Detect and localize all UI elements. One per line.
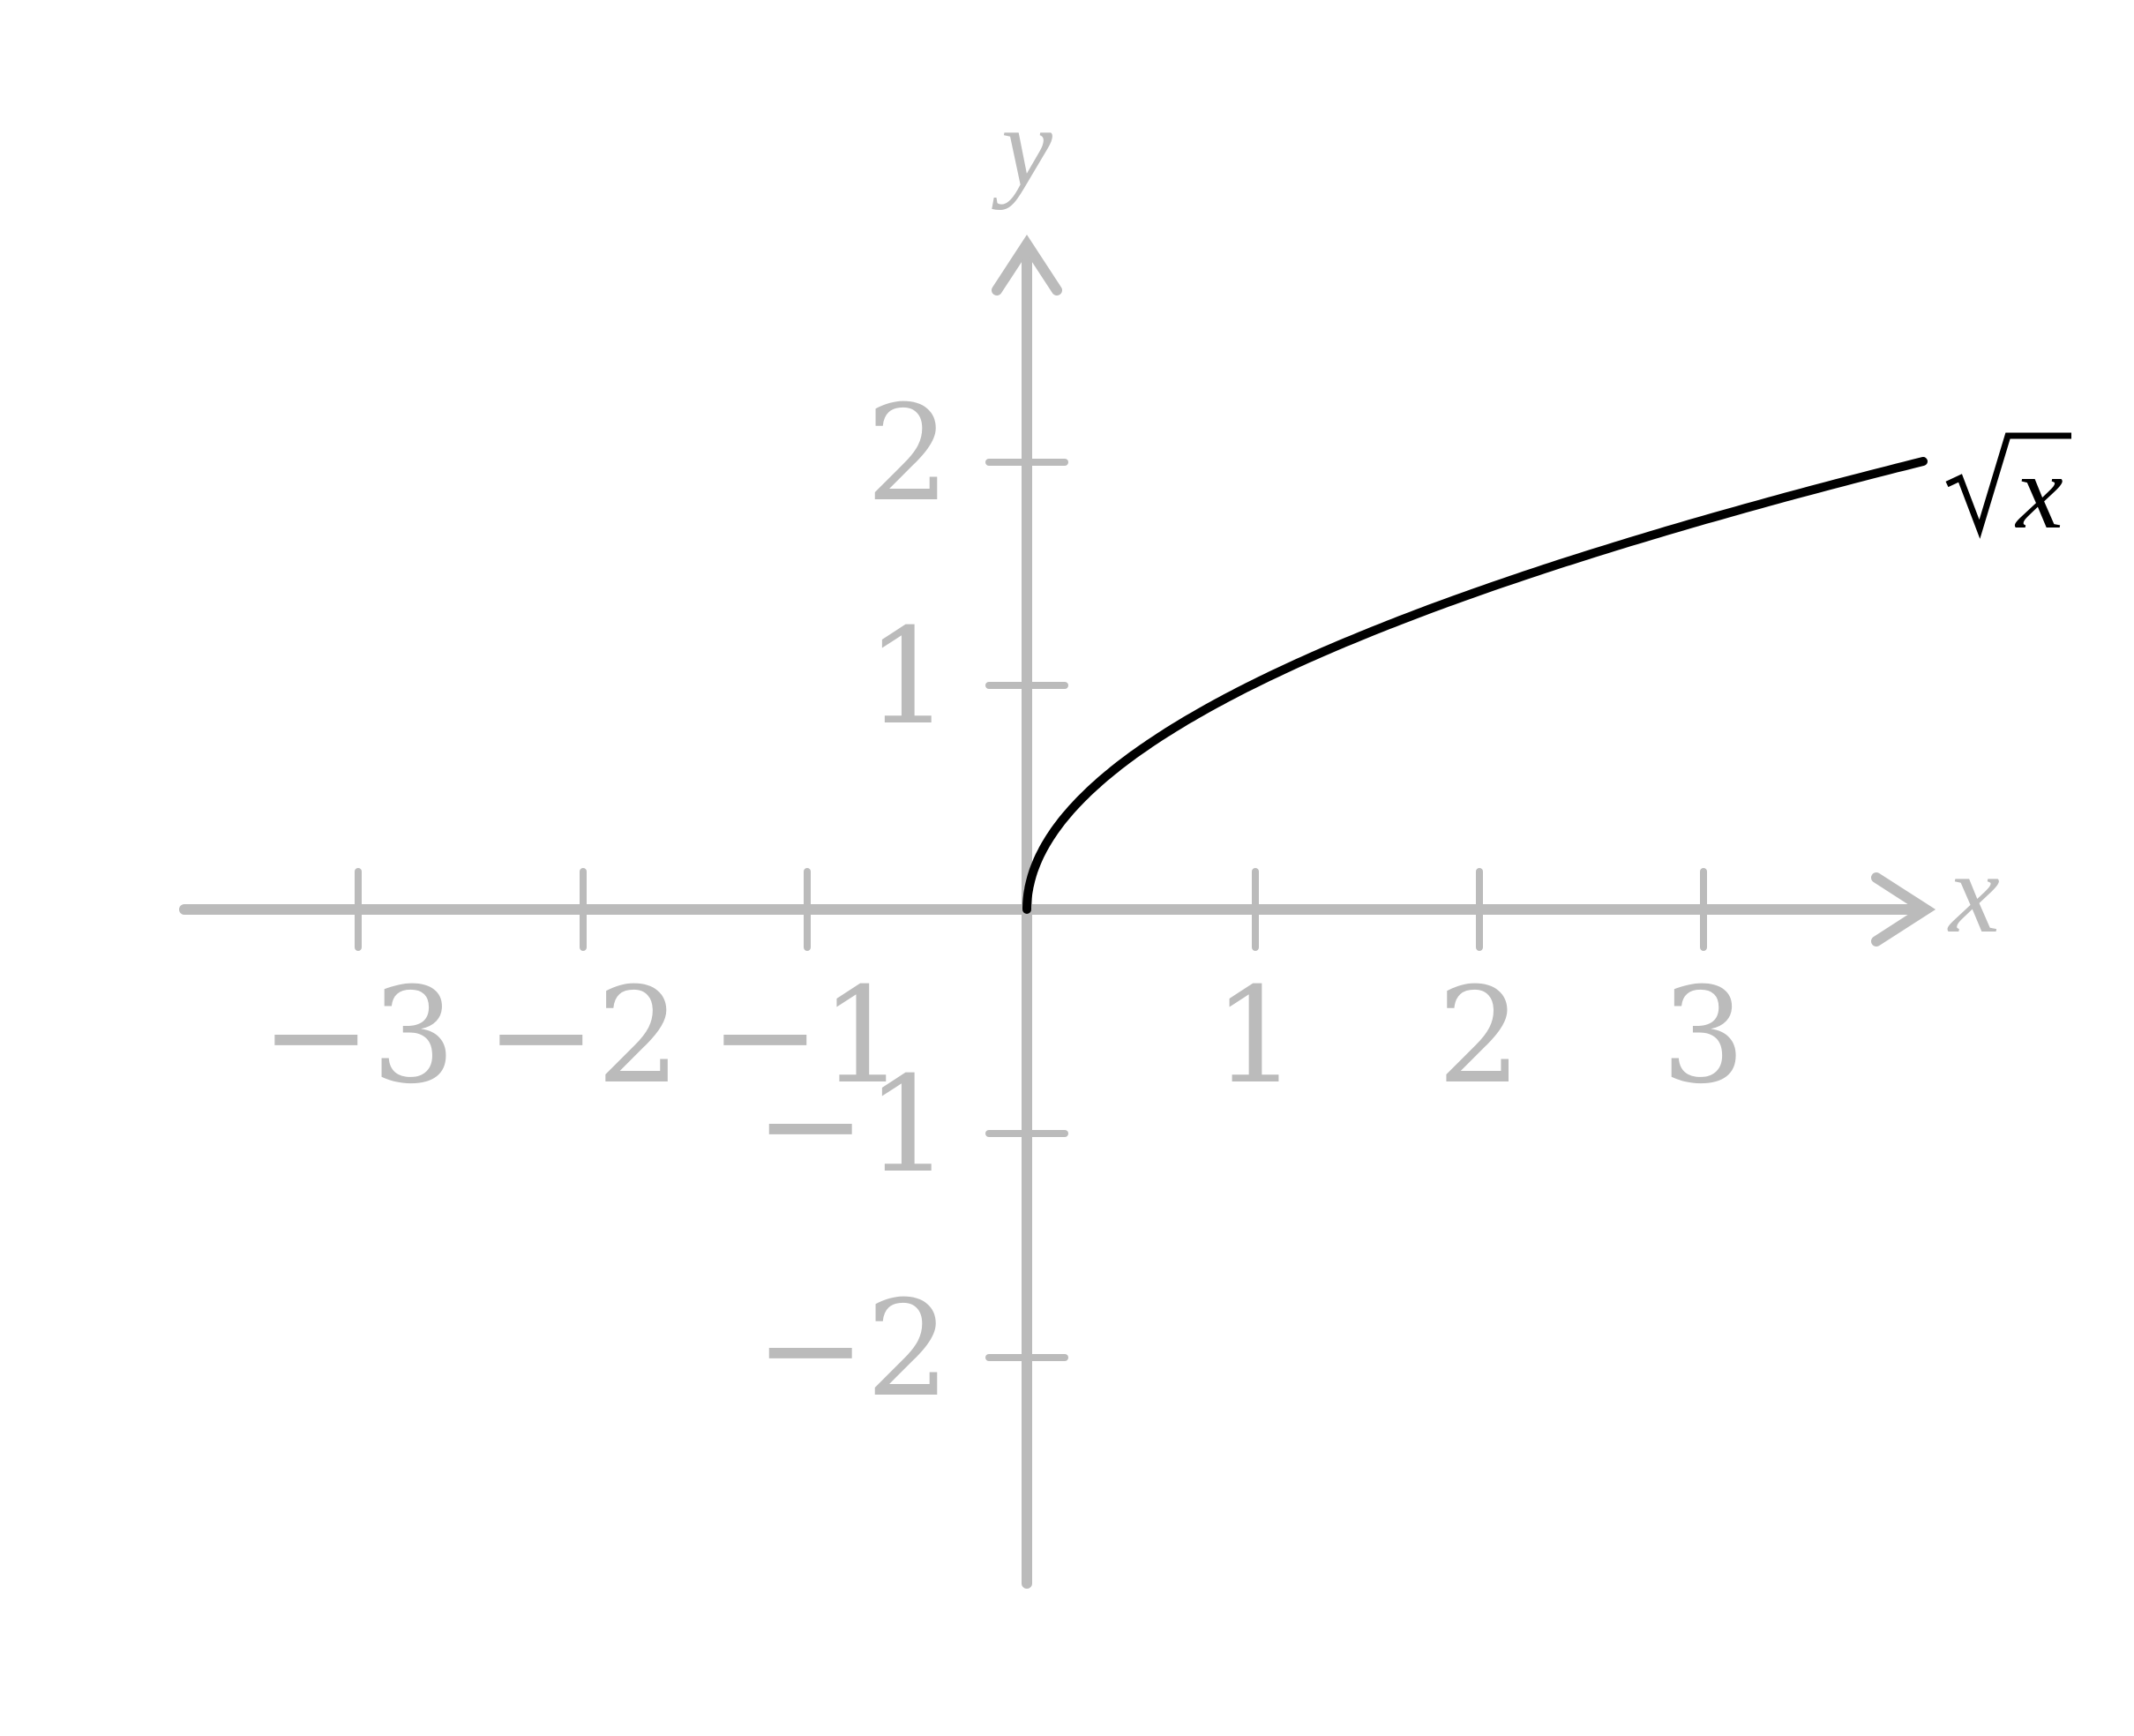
x-axis-label: x xyxy=(1947,830,2000,957)
sqrt-curve xyxy=(1022,457,1928,914)
x-ticks xyxy=(355,868,1707,951)
x-tick-label: −1 xyxy=(709,960,904,1113)
radical-sign-icon xyxy=(1945,432,2071,539)
y-ticks xyxy=(985,459,1068,1361)
y-axis-label: y xyxy=(992,84,1052,211)
x-tick-label: −3 xyxy=(260,960,455,1113)
x-tick-label: −2 xyxy=(485,960,680,1113)
y-tick-label: 1 xyxy=(866,601,950,754)
x-tick-label: 1 xyxy=(1213,960,1297,1113)
curve-label-variable: x xyxy=(2014,433,2063,550)
y-axis-arrowhead-icon xyxy=(992,235,1062,296)
x-tick-label: 3 xyxy=(1661,960,1745,1113)
curve-label: x xyxy=(1945,432,2071,550)
y-tick-labels: 2 1 −1 −2 xyxy=(755,378,950,1426)
y-tick-label: 2 xyxy=(866,378,950,531)
x-tick-label: 2 xyxy=(1437,960,1521,1113)
y-tick-label: −1 xyxy=(755,1049,950,1202)
x-tick-labels: −3 −2 −1 1 2 3 xyxy=(260,960,1745,1113)
y-tick-label: −2 xyxy=(755,1273,950,1426)
axes xyxy=(179,235,1936,1589)
x-axis-arrowhead-icon xyxy=(1871,872,1936,947)
